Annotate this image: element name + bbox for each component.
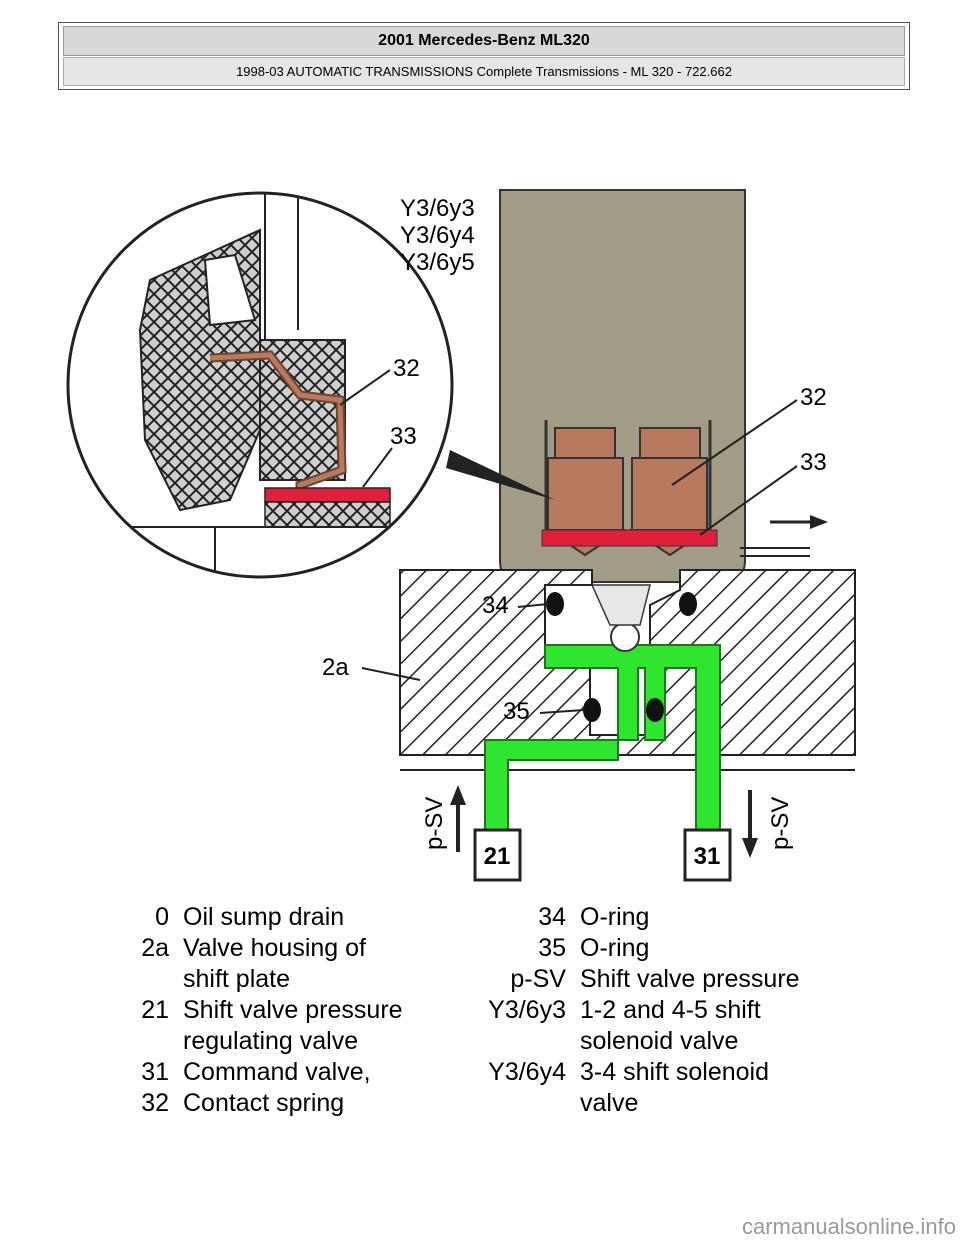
flow-arrows	[450, 785, 758, 858]
watermark: carmanualsonline.info	[741, 1214, 956, 1239]
o-rings	[546, 592, 697, 722]
label-psv-left: p-SV	[421, 797, 448, 850]
label-main-33: 33	[800, 449, 827, 476]
label-2a: 2a	[322, 654, 349, 681]
component-31: 31	[683, 828, 732, 882]
diagram-labels: Y3/6y3 Y3/6y4 Y3/6y5 32 33 32 33 34 2a 3…	[322, 195, 827, 850]
label-y3-6y4: Y3/6y4	[400, 222, 475, 249]
component-21: 21	[473, 828, 522, 882]
label-psv-right: p-SV	[767, 797, 794, 850]
solenoid-valves	[541, 420, 718, 557]
label-main-32: 32	[800, 384, 827, 411]
document-title: 2001 Mercedes-Benz ML320	[63, 26, 905, 56]
label-35: 35	[503, 698, 530, 725]
svg-text:31: 31	[694, 843, 721, 870]
label-detail-33: 33	[390, 423, 417, 450]
document-header: 2001 Mercedes-Benz ML320 1998-03 AUTOMAT…	[58, 22, 910, 90]
detail-magnifier	[66, 191, 555, 579]
page-bottom-margin	[0, 1126, 960, 1242]
label-34: 34	[482, 592, 509, 619]
label-y3-6y5: Y3/6y5	[400, 249, 475, 276]
label-y3-6y3: Y3/6y3	[400, 195, 475, 222]
document-subtitle: 1998-03 AUTOMATIC TRANSMISSIONS Complete…	[63, 57, 905, 86]
drain-lines	[740, 515, 828, 557]
svg-text:21: 21	[484, 843, 511, 870]
label-detail-32: 32	[393, 355, 420, 382]
